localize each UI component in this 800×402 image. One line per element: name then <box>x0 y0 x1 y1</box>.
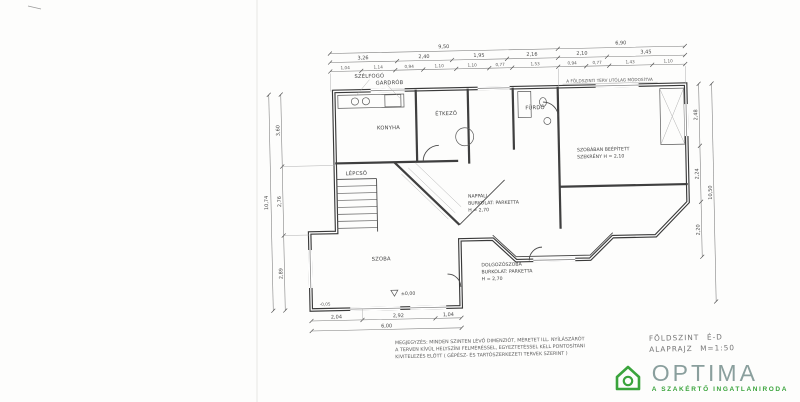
dim-label: 0,77 <box>495 62 505 67</box>
dim-label: 1,53 <box>530 61 540 66</box>
dim-label: 2,10 <box>576 51 587 57</box>
dim-label: 2,16 <box>526 52 537 58</box>
dim-label: 1,10 <box>467 62 477 67</box>
dim-label: 10,50 <box>708 185 714 199</box>
drawing-scale: M=1:50 <box>700 343 735 353</box>
dim-label: 1,10 <box>434 63 444 68</box>
scan-pencil-mark <box>27 5 42 10</box>
room-label-konyha: KONYHA <box>377 125 400 131</box>
note-line: KIVITELEZÉS ELŐTT ( GÉPÉSZ- ÉS TARTÓSZER… <box>395 349 568 361</box>
dim-label: 2,89 <box>278 268 284 279</box>
room-note: H = 2,70 <box>468 207 489 213</box>
room-note: H = 2,70 <box>482 276 503 282</box>
dim-label: 1,10 <box>663 58 673 63</box>
dim-label: 3,60 <box>275 125 281 136</box>
notes-block: MEGJEGYZÉS: MINDEN SZINTEN LÉVŐ DIMENZIÓ… <box>395 334 585 360</box>
dim-label: 6,90 <box>615 40 626 46</box>
level-minus: -0,05 <box>320 302 331 307</box>
windows <box>308 83 689 312</box>
dim-label: 9,50 <box>438 44 449 50</box>
wardrobe-note: SZEKRÉNY H = 2,10 <box>577 151 624 160</box>
dim-label: 2,04 <box>331 314 342 320</box>
kitchen-fixtures <box>337 93 405 109</box>
dim-label: 0,77 <box>592 60 602 65</box>
note-line: A TERVEN KÍVÜL HELYSZÍNI FELMÉRÉSSEL, EG… <box>395 341 585 353</box>
level-zero: ±0,00 <box>401 291 416 297</box>
plan-tilt-group: 9,50 6,90 3,26 2,40 1,95 2,16 2,10 3,45 … <box>264 40 735 360</box>
dim-label: 0,94 <box>404 64 414 69</box>
drawing-title: FÖLDSZINT <box>649 333 700 343</box>
dim-label: 2,48 <box>693 109 699 120</box>
dim-label: 1,95 <box>473 53 484 59</box>
interior-walls <box>335 86 688 258</box>
dim-label: 2,20 <box>696 224 702 235</box>
room-note: BURKOLAT: PARKETTA <box>481 268 533 275</box>
dim-label: 1,43 <box>625 59 635 64</box>
outer-walls <box>307 82 690 312</box>
brand-name: OPTIMA <box>651 360 758 387</box>
dim-label: 2,76 <box>277 196 283 207</box>
optima-house-icon <box>615 365 641 391</box>
wardrobe-note: SZOBÁBAN BEÉPÍTETT <box>577 144 630 153</box>
dimension-chains <box>266 43 719 334</box>
room-label-szoba: SZOBA <box>372 256 391 262</box>
dim-label: 2,92 <box>393 313 404 319</box>
brand-tagline: A SZAKÉRTŐ INGATLANIRODA <box>651 386 788 394</box>
room-label-dolgozo: DOLGOZÓSZOBA <box>481 261 522 269</box>
drawing-subtitle: ALAPRAJZ <box>649 344 693 354</box>
dim-label: 1,14 <box>373 64 383 69</box>
modification-note: A FÖLDSZINTI TERV UTÓLAG MÓDOSÍTVA <box>566 77 653 84</box>
note-line: MEGJEGYZÉS: MINDEN SZINTEN LÉVŐ DIMENZIÓ… <box>395 334 585 346</box>
optima-logo: OPTIMA A SZAKÉRTŐ INGATLANIRODA <box>611 361 788 395</box>
dim-label: 1,04 <box>443 312 454 318</box>
leader-line <box>355 79 370 97</box>
dim-label: 3,45 <box>640 49 651 55</box>
dim-label: 2,24 <box>694 168 700 179</box>
dim-label: 6,00 <box>381 323 392 329</box>
diagonal-hatch <box>401 162 462 220</box>
dim-label: 1,04 <box>340 65 350 70</box>
dim-label: 2,40 <box>418 54 429 60</box>
dim-label: 0,94 <box>567 60 577 65</box>
note-underline <box>562 81 658 85</box>
room-label-furdo: FÜRDŐ <box>525 104 545 111</box>
room-label-nappali: NAPPALI <box>468 193 487 199</box>
dim-label: 3,26 <box>357 55 368 61</box>
title-block: FÖLDSZINT É-D ALAPRAJZ M=1:50 <box>649 332 735 354</box>
room-label-gardrob: GARDRÓB <box>376 79 404 87</box>
door-swings <box>422 101 559 287</box>
room-label-lepcso: LÉPCSŐ <box>346 169 368 177</box>
dining-table <box>455 127 475 147</box>
room-label-etkezo: ÉTKEZŐ <box>435 109 457 117</box>
wardrobe-fixture <box>659 87 686 145</box>
drawing-orientation: É-D <box>707 332 723 341</box>
room-label-szelfogo: SZÉLFOGÓ <box>354 71 384 80</box>
leader-line <box>387 85 401 99</box>
staircase <box>336 178 379 232</box>
room-note: BURKOLAT: PARKETTA <box>468 200 520 207</box>
level-mark-triangle <box>390 289 399 297</box>
dim-label: 10,74 <box>264 196 270 210</box>
